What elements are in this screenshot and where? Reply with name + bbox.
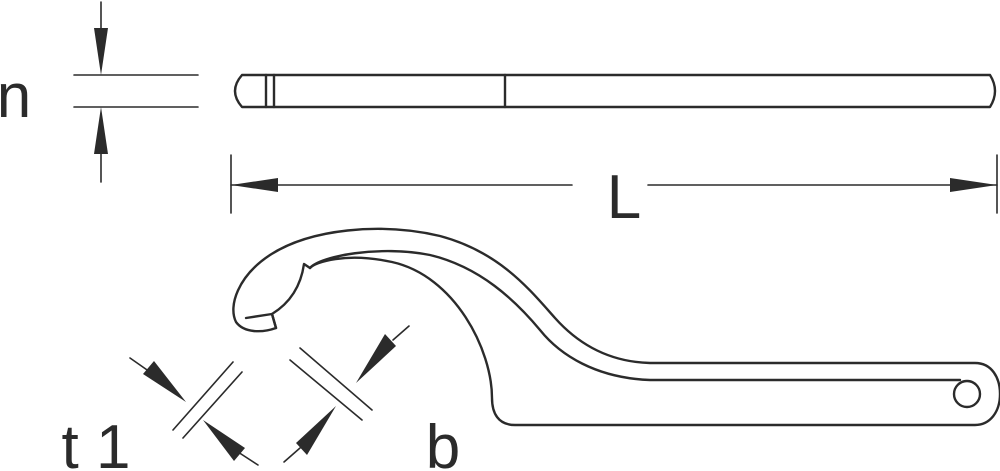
wrench-top-view	[233, 73, 997, 109]
b-arrow-1	[356, 334, 396, 383]
b-extension-1	[299, 347, 373, 411]
n-arrow-up	[94, 107, 108, 154]
dimension-l: L	[230, 154, 998, 232]
b-leader-upper	[392, 325, 410, 341]
dimension-t1: t 1	[62, 357, 259, 471]
label-b: b	[426, 413, 460, 471]
t1-arrow-2	[203, 420, 245, 461]
l-arrow-right	[950, 178, 997, 192]
t1-leader-lower	[237, 451, 259, 466]
label-n: n	[0, 62, 31, 131]
t1-leader-upper	[129, 357, 151, 373]
hook-spanner-outline	[232, 227, 1000, 427]
b-leader-lower	[283, 447, 301, 463]
b-extension-2	[289, 359, 363, 421]
hook-nose-pin	[244, 312, 278, 330]
label-l: L	[607, 163, 641, 232]
label-t1: t 1	[62, 413, 131, 471]
b-arrow-2	[296, 406, 336, 455]
wrench-front-view	[232, 227, 1000, 427]
hanging-hole	[952, 379, 982, 409]
hook-inner-slot	[308, 249, 962, 382]
t1-extension-1	[172, 361, 234, 431]
t1-extension-2	[182, 371, 243, 439]
dimension-b: b	[283, 325, 460, 471]
n-arrow-down	[94, 28, 108, 75]
wrench-bar-outline	[233, 73, 997, 109]
l-arrow-left	[231, 178, 278, 192]
dimension-n: n	[0, 1, 199, 183]
t1-arrow-1	[143, 361, 186, 402]
